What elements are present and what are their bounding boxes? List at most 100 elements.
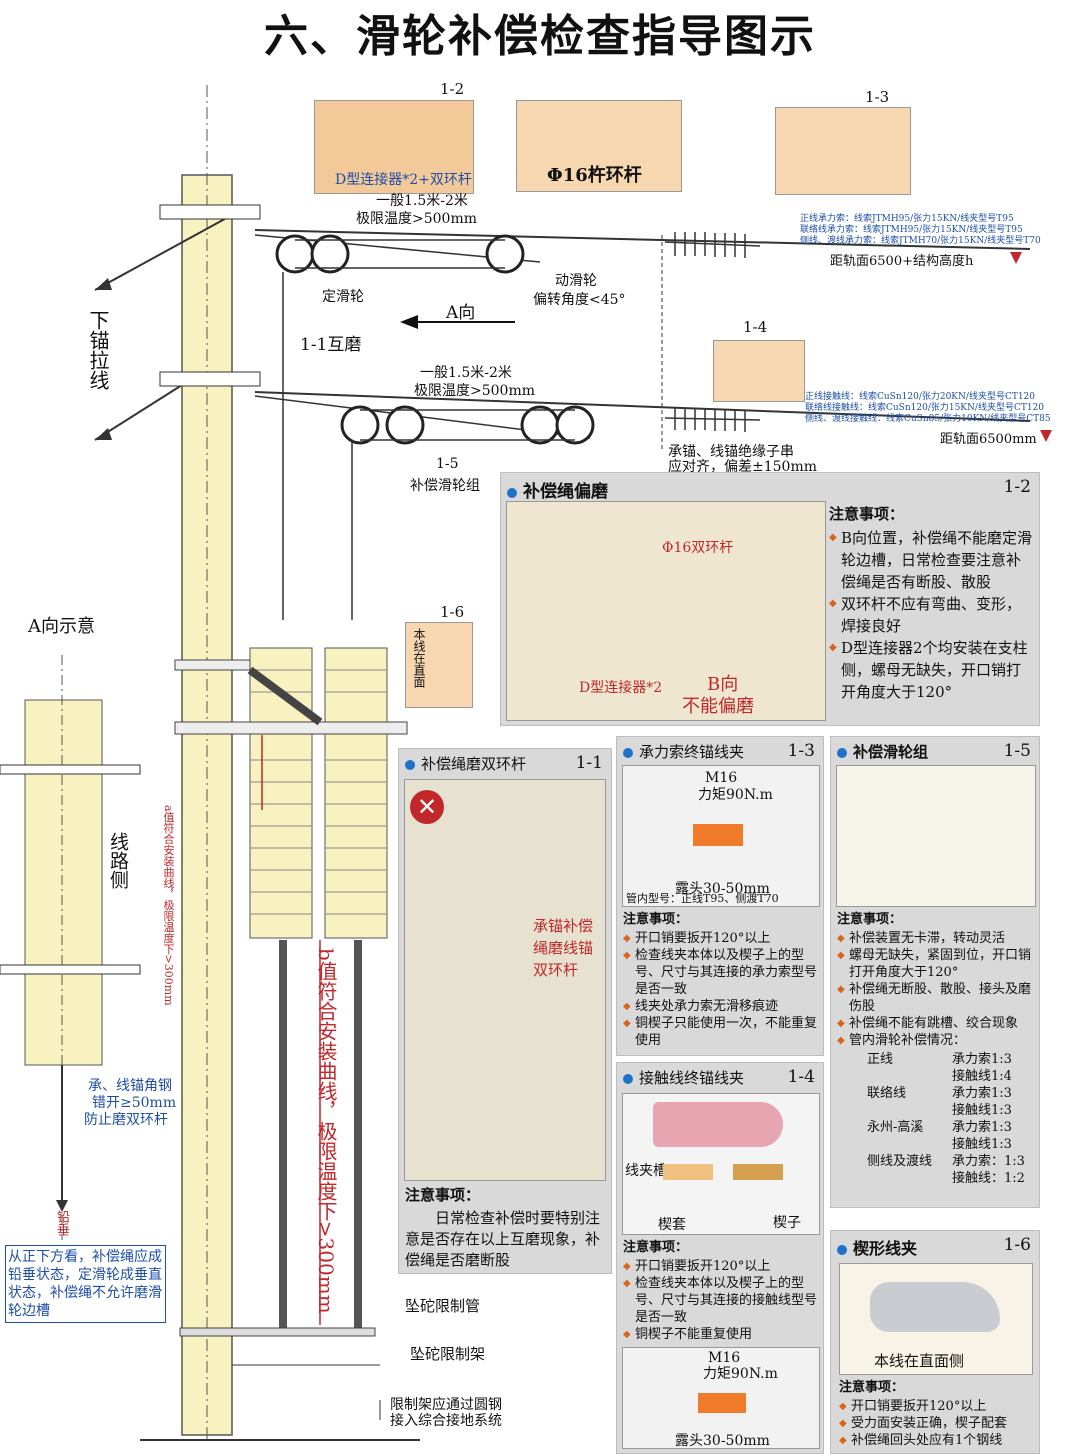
height-upper: 距轨面6500+结构高度h — [830, 254, 974, 269]
ground-note-2: 接入综合接地系统 — [390, 1413, 502, 1429]
wedge-shape — [733, 1164, 783, 1180]
panel-1-5-notes: 注意事项： 补偿装置无卡滞，转动灵活 螺母无缺失，紧固到位，开口销打开角度大于1… — [837, 911, 1035, 1186]
upper-spec-3: 侧线、渡线承力索：线索JTMH70/张力15KN/线夹型号T70 — [800, 236, 1041, 246]
panel-1-1-photo-text: 承锚补偿绳磨线锚双环杆 — [533, 917, 594, 979]
panel-1-3-torque: 力矩90N.m — [698, 787, 773, 803]
ratio-line-3: 永州-高溪 — [867, 1120, 924, 1135]
panel-1-4-exposed: 露头30-50mm — [675, 1433, 770, 1449]
ratio-b-2: 接触线1:3 — [952, 1103, 1012, 1118]
panel-1-1-notes: 注意事项： 日常检查补偿时要特别注意是否存在以上互磨现象，补偿绳是否磨断股 — [405, 1185, 605, 1271]
ratio-b-3: 接触线1:3 — [952, 1137, 1012, 1152]
photo-1-2-caption: D型连接器*2+双环杆 — [335, 172, 472, 188]
offset-note-1: 承、线锚角钢 — [88, 1078, 172, 1094]
span-upper: 一般1.5米-2米 — [376, 193, 468, 209]
a-view-bracket-lower — [0, 964, 141, 975]
group-id: 1-5 — [436, 456, 459, 472]
panel-1-4-photo: 线夹槽 楔套 楔子 — [622, 1093, 820, 1235]
photo-1-6-id: 1-6 — [440, 603, 465, 621]
panel-1-2-conn: D型连接器*2 — [579, 680, 663, 696]
panel-1-6-title: 楔形线夹 — [837, 1235, 917, 1259]
panel-1-4: 接触线终锚线夹 1-4 线夹槽 楔套 楔子 注意事项： 开口销要扳开120°以上… — [616, 1062, 824, 1454]
photo-1-6: 本线在直面 — [405, 622, 473, 708]
photo-rod: Φ16杵环杆 — [516, 100, 682, 192]
panel-1-2: 补偿绳偏磨 1-2 Φ16双环杆 D型连接器*2 B向 不能偏磨 注意事项： B… — [500, 472, 1040, 726]
panel-1-2-b: B向 — [707, 674, 739, 695]
panel-1-4-note-1: 开口销要扳开120°以上 — [623, 1258, 819, 1275]
page-title: 六、滑轮补偿检查指导图示 — [264, 11, 816, 62]
ground-note-1: 限制架应通过圆钢 — [390, 1397, 502, 1413]
panel-1-2-b2: 不能偏磨 — [682, 696, 754, 717]
panel-1-4-notes-head: 注意事项： — [623, 1240, 689, 1255]
lower-insulator — [664, 408, 761, 432]
panel-1-6-id: 1-6 — [1003, 1235, 1031, 1255]
upper-fixed-pulley — [275, 234, 350, 274]
panel-1-4-orange-wedge — [698, 1393, 746, 1413]
panel-1-4-note-3: 铜楔子不能重复使用 — [623, 1326, 819, 1343]
panel-1-5: 补偿滑轮组 1-5 注意事项： 补偿装置无卡滞，转动灵活 螺母无缺失，紧固到位，… — [830, 736, 1040, 1208]
fixed-pulley-label: 定滑轮 — [322, 289, 364, 305]
upper-moving-pulley — [485, 234, 525, 274]
sleeve-shape — [663, 1164, 713, 1180]
lower-spec-3: 侧线、渡线接触线：线索CuSn85/张力10KN/线夹型号CT85 — [805, 414, 1051, 424]
wedge-clamp-shape — [870, 1282, 1000, 1332]
a-view-pole — [24, 699, 103, 1066]
panel-1-1-id: 1-1 — [575, 753, 603, 773]
limit-pipe-label: 坠砣限制管 — [405, 1297, 481, 1315]
photo-1-2-d-connector: D型连接器*2+双环杆 — [314, 100, 474, 194]
plumb-note: 从正下方看，补偿绳应成铅垂状态，定滑轮成垂直状态，补偿绳不允许磨滑轮边槽 — [5, 1245, 166, 1323]
panel-1-2-photo: Φ16双环杆 D型连接器*2 B向 不能偏磨 — [506, 501, 826, 721]
insulator-note-1: 承锚、线锚绝缘子串 — [668, 444, 794, 460]
panel-1-5-note-1: 补偿装置无卡滞，转动灵活 — [837, 930, 1035, 947]
ratio-a-3: 承力索1:3 — [952, 1120, 1012, 1135]
panel-1-5-id: 1-5 — [1003, 741, 1031, 761]
photo-1-2-id: 1-2 — [440, 80, 465, 98]
panel-1-6-note-2: 受力面安装正确，楔子配套 — [839, 1415, 1035, 1432]
upper-bracket — [159, 204, 261, 220]
lower-specs: 正线接触线：线索CuSn120/张力20KN/线夹型号CT120 联络线接触线：… — [805, 392, 1051, 425]
panel-1-4-bolt: M16 — [708, 1350, 741, 1366]
panel-1-3: 承力索终锚线夹 1-3 M16 力矩90N.m 露头30-50mm 管内型号：正… — [616, 736, 824, 1056]
ratio-line-4: 侧线及渡线 — [867, 1154, 933, 1169]
panel-1-4-id: 1-4 — [787, 1067, 815, 1087]
upper-spec-1: 正线承力索：线索JTMH95/张力15KN/线夹型号T95 — [800, 214, 1014, 224]
photo-1-4-clamp — [713, 340, 805, 402]
panel-1-6-photo: 本线在直面侧 — [839, 1263, 1033, 1375]
limit-frame-label: 坠砣限制架 — [410, 1345, 486, 1363]
panel-1-3-note-1: 开口销要扳开120°以上 — [623, 930, 819, 947]
limit-lower: 极限温度>500mm — [414, 383, 536, 399]
panel-1-3-title: 承力索终锚线夹 — [623, 741, 744, 762]
ratio-b-1: 接触线1:4 — [952, 1069, 1012, 1084]
anchor-arrow-1 — [95, 278, 112, 290]
down-anchor-line-1 — [94, 214, 233, 291]
span-lower: 一般1.5米-2米 — [420, 365, 512, 381]
panel-1-1-photo: ✕ 承锚补偿绳磨线锚双环杆 — [404, 779, 606, 1181]
panel-1-3-note-2: 检查线夹本体以及楔子上的型号、尺寸与其连接的承力索型号是否一致 — [623, 947, 819, 998]
weight-frame — [174, 721, 408, 735]
panel-1-2-notes-head: 注意事项： — [829, 505, 905, 523]
photo-1-4-id: 1-4 — [743, 318, 768, 336]
ratio-line-2: 联络线 — [867, 1086, 907, 1101]
limit-upper: 极限温度>500mm — [356, 211, 478, 227]
down-anchor-label: 下锚拉线 — [86, 310, 110, 390]
ratio-line-1: 正线 — [867, 1052, 894, 1067]
ratio-a-4: 承力索：1:3 — [952, 1154, 1025, 1169]
ratio-a-2: 承力索1:3 — [952, 1086, 1012, 1101]
panel-1-5-title: 补偿滑轮组 — [837, 741, 928, 762]
panel-1-5-note-2: 螺母无缺失，紧固到位，开口销打开角度大于120° — [837, 947, 1035, 981]
panel-1-4-notes: 注意事项： 开口销要扳开120°以上 检查线夹本体以及楔子上的型号、尺寸与其连接… — [623, 1239, 819, 1343]
a-view-bracket-upper — [0, 764, 141, 775]
ratio-a-1: 承力索1:3 — [952, 1052, 1012, 1067]
rod-label: Φ16杵环杆 — [547, 165, 642, 186]
a-direction-label: A向 — [446, 303, 476, 323]
panel-1-6-note-3: 补偿绳回头处应有1个钢线 — [839, 1432, 1035, 1449]
insulator-note-2: 应对齐，偏差±150mm — [668, 459, 818, 475]
panel-1-2-title: 补偿绳偏磨 — [507, 477, 608, 502]
photo-1-6-text: 本线在直面 — [412, 628, 426, 688]
photo-1-3-id: 1-3 — [865, 88, 890, 106]
panel-1-3-bolt: M16 — [705, 770, 738, 786]
limit-frame — [179, 1327, 376, 1337]
panel-1-5-ratio-table: 正线 承力索1:3 接触线1:4 联络线 承力索1:3 接触线1:3 永州-高溪… — [837, 1049, 1035, 1186]
panel-1-3-exposed: 露头30-50mm — [675, 881, 770, 897]
panel-1-2-id: 1-2 — [1003, 477, 1031, 497]
upper-spec-2: 联络线承力索：线索JTMH95/张力15KN/线夹型号T95 — [800, 225, 1023, 235]
